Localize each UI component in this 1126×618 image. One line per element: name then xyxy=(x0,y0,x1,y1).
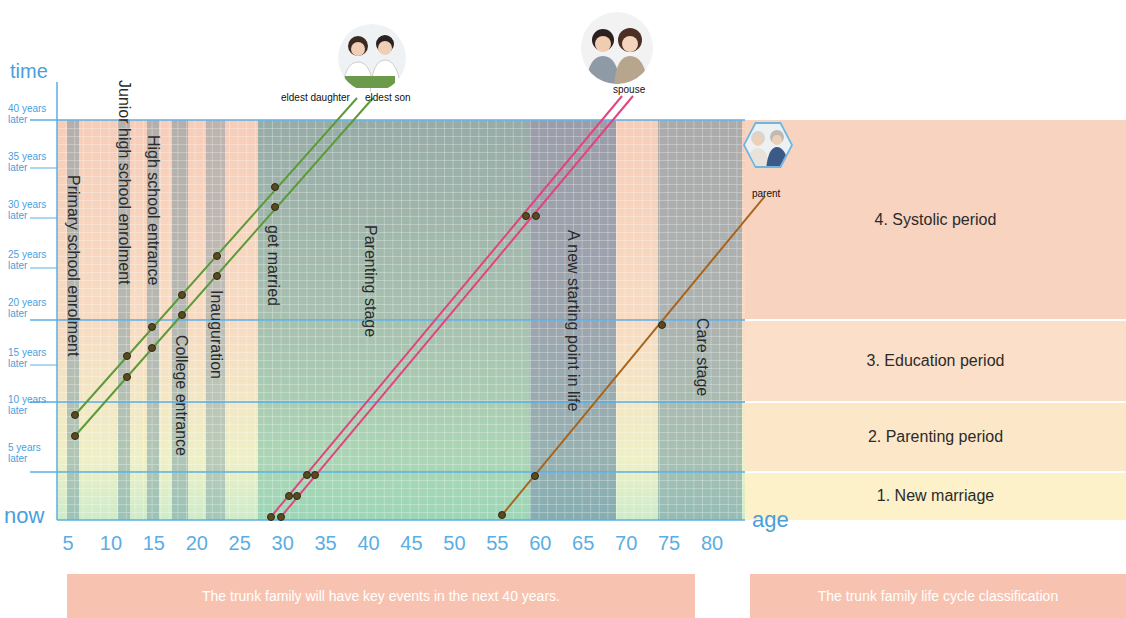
time-tick: 10 years later xyxy=(8,395,48,416)
age-tick: 60 xyxy=(529,532,551,554)
node-text: 3. Education period xyxy=(867,352,1005,370)
band-ground xyxy=(745,402,1126,472)
band-ground xyxy=(745,320,1126,402)
age-tick: 55 xyxy=(486,532,508,554)
person-label: eldest son xyxy=(365,92,411,103)
age-tick: 65 xyxy=(572,532,594,554)
person-label: parent xyxy=(752,188,780,199)
age-tick: 15 xyxy=(143,532,165,554)
time-tick: 15 years later xyxy=(8,348,48,369)
node-text: The trunk family life cycle classificati… xyxy=(818,588,1058,604)
node-text: The trunk family will have key events in… xyxy=(202,588,560,604)
time-tick: 5 years later xyxy=(8,443,48,464)
age-tick: 30 xyxy=(272,532,294,554)
node-text: 1. New marriage xyxy=(877,487,994,505)
caption-box: The trunk family life cycle classificati… xyxy=(750,574,1126,618)
stage-label: High school entrance xyxy=(144,135,162,285)
age-tick: 45 xyxy=(400,532,422,554)
time-tick: 30 years later xyxy=(8,200,48,221)
spouse-photo xyxy=(580,10,656,86)
time-axis xyxy=(56,82,58,520)
stage-label: Primary school enrolment xyxy=(64,175,82,356)
age-axis xyxy=(57,519,745,521)
age-tick: 75 xyxy=(658,532,680,554)
children-photo xyxy=(336,22,408,94)
time-tick: 25 years later xyxy=(8,250,48,271)
node-text: 4. Systolic period xyxy=(875,211,997,229)
time-tick: 35 years later xyxy=(8,152,48,173)
age-tick: 70 xyxy=(615,532,637,554)
age-tick: 5 xyxy=(62,532,73,554)
life-lines xyxy=(75,96,765,518)
band-ground xyxy=(745,472,1126,520)
stage-label: Parenting stage xyxy=(361,225,379,337)
stage-label: Inauguration xyxy=(207,290,225,379)
age-tick: 35 xyxy=(314,532,336,554)
age-tick: 25 xyxy=(229,532,251,554)
axis-title: age xyxy=(752,508,789,532)
age-tick: 80 xyxy=(701,532,723,554)
stage-label: Junior high school enrolment xyxy=(115,80,133,285)
age-tick: 10 xyxy=(100,532,122,554)
stage-label: College entrance xyxy=(172,335,190,456)
age-tick: 40 xyxy=(357,532,379,554)
age-tick: 20 xyxy=(186,532,208,554)
time-tick: 20 years later xyxy=(8,298,48,319)
node-text: 2. Parenting period xyxy=(868,428,1003,446)
band-ground xyxy=(745,120,1126,320)
time-tick: now xyxy=(4,504,44,528)
person-label: eldest daughter xyxy=(281,92,350,103)
age-tick: 50 xyxy=(443,532,465,554)
caption-box: The trunk family will have key events in… xyxy=(67,574,695,618)
stage-label: Care stage xyxy=(693,318,711,396)
axis-title: time xyxy=(10,60,48,82)
period-band: 1. New marriage xyxy=(745,472,1126,520)
stage-label: A new starting point in life xyxy=(564,230,582,411)
stage-label: get married xyxy=(264,225,282,306)
person-label: spouse xyxy=(613,84,645,95)
period-band: 2. Parenting period xyxy=(745,402,1126,472)
time-tick: 40 years later xyxy=(8,104,48,125)
parent-photo xyxy=(740,120,796,170)
period-band: 3. Education period xyxy=(745,320,1126,402)
period-band: 4. Systolic period xyxy=(745,120,1126,320)
